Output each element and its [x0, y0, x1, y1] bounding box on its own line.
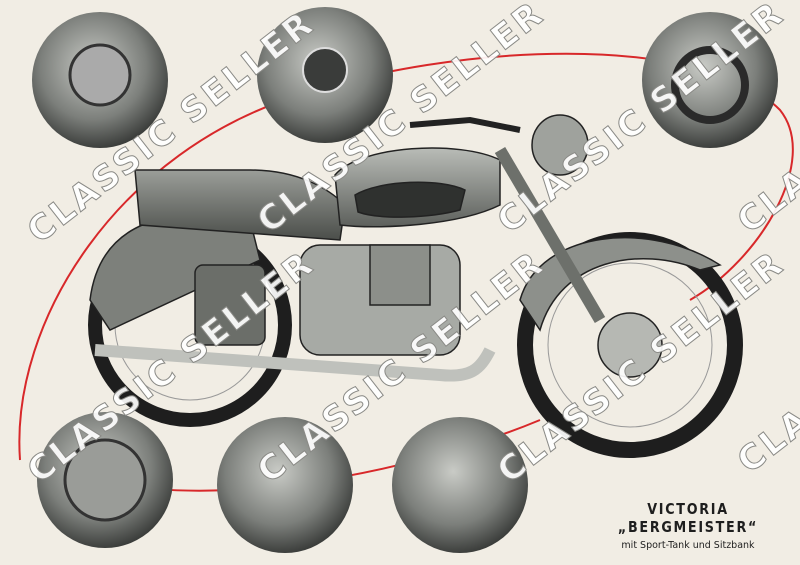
motorcycle [88, 114, 743, 458]
caption-title: VICTORIA „BERGMEISTER“ [617, 500, 759, 536]
exhaust-pipe [94, 344, 496, 382]
detail-battery [392, 417, 528, 553]
caption: VICTORIA „BERGMEISTER“ mit Sport-Tank un… [588, 500, 788, 551]
side-cover [194, 264, 266, 346]
detail-photos [32, 7, 778, 553]
detail-toolbox [217, 417, 353, 553]
caption-subtitle: mit Sport-Tank und Sitzbank [621, 540, 755, 551]
detail-front-brake [642, 12, 778, 148]
